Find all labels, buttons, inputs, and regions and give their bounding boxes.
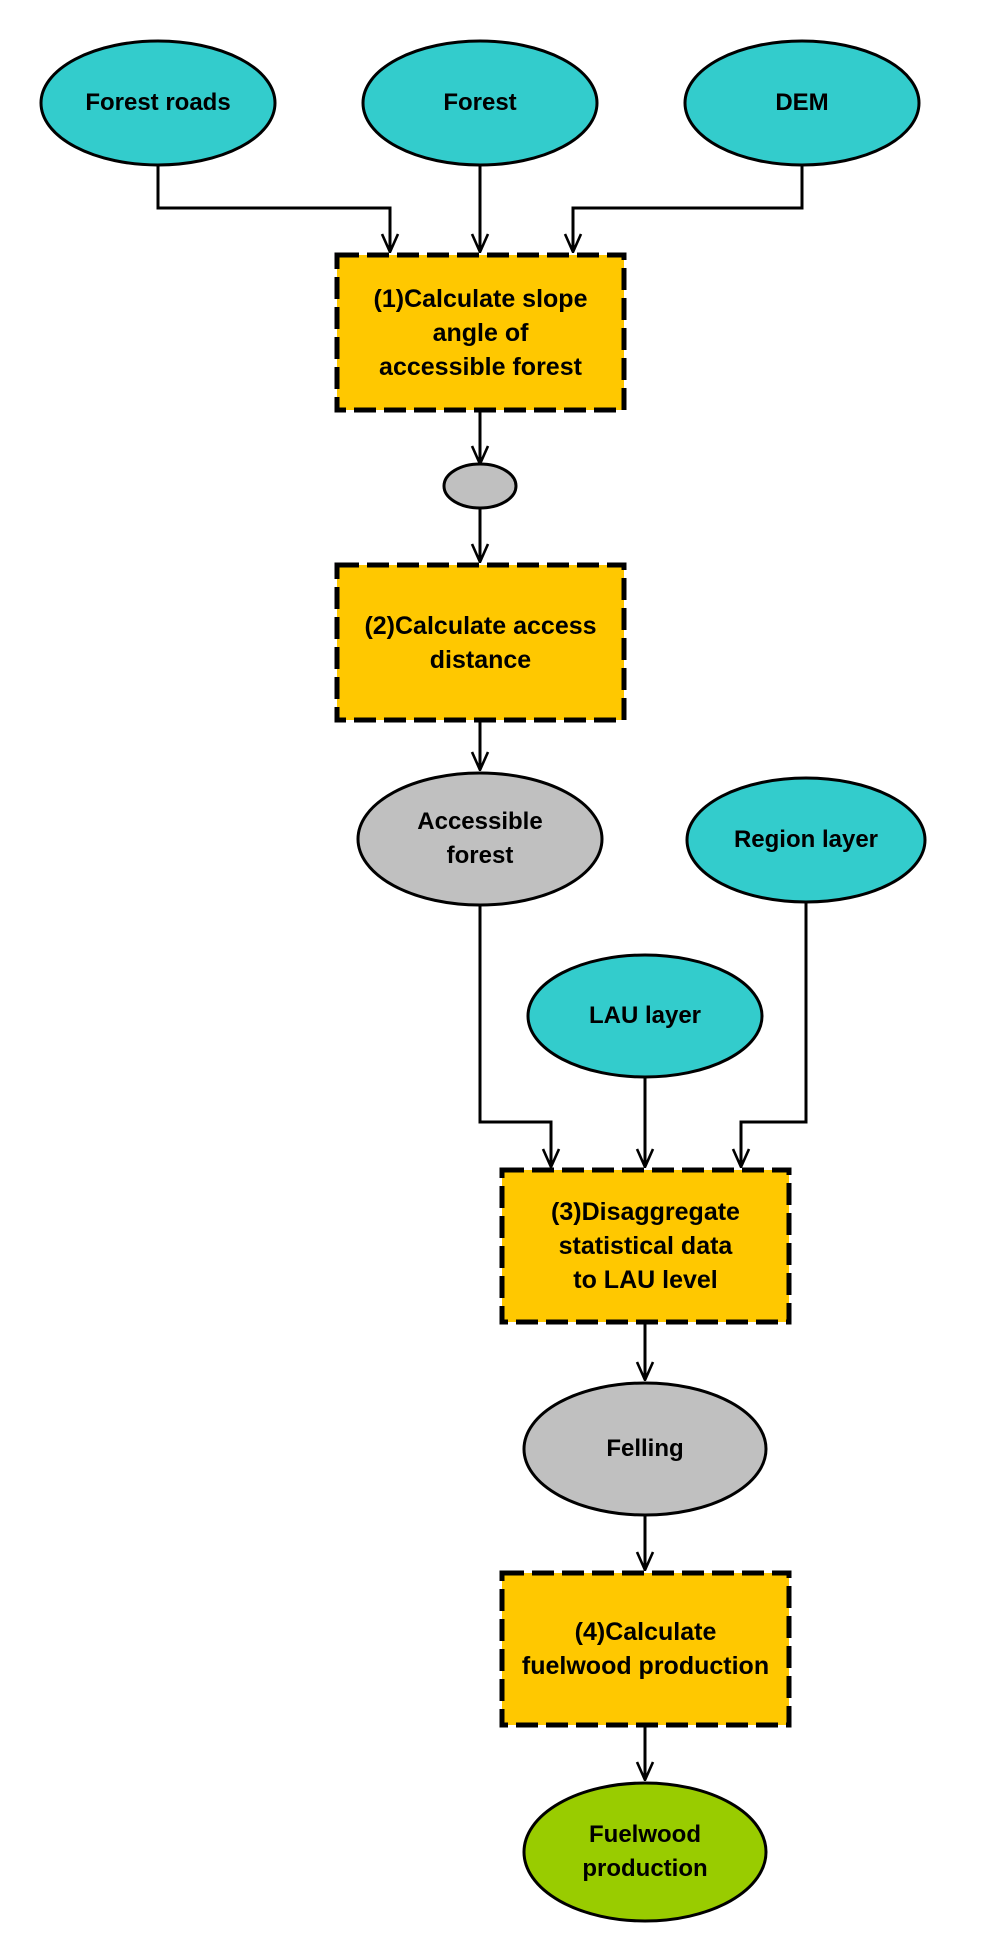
step4-process-box	[499, 1570, 792, 1728]
forest-node	[361, 39, 599, 167]
step2-process-box	[334, 562, 627, 723]
step1-process-box	[334, 252, 627, 413]
arrow-dem-to-step1	[573, 165, 804, 252]
felling-node	[522, 1381, 768, 1517]
forest-roads-node	[39, 39, 277, 167]
arrow-accessible-forest-to-step3	[478, 905, 551, 1167]
lau-layer-node	[526, 953, 764, 1079]
fuelwood-production-node	[522, 1781, 768, 1923]
arrow-forest-roads-to-step1	[156, 165, 390, 252]
arrow-region-layer-to-step3	[741, 900, 808, 1167]
dem-node	[683, 39, 921, 167]
step3-process-box	[499, 1167, 792, 1325]
region-layer-node	[685, 776, 927, 904]
accessible-forest-node	[356, 771, 604, 907]
intermediate-node	[442, 462, 518, 510]
